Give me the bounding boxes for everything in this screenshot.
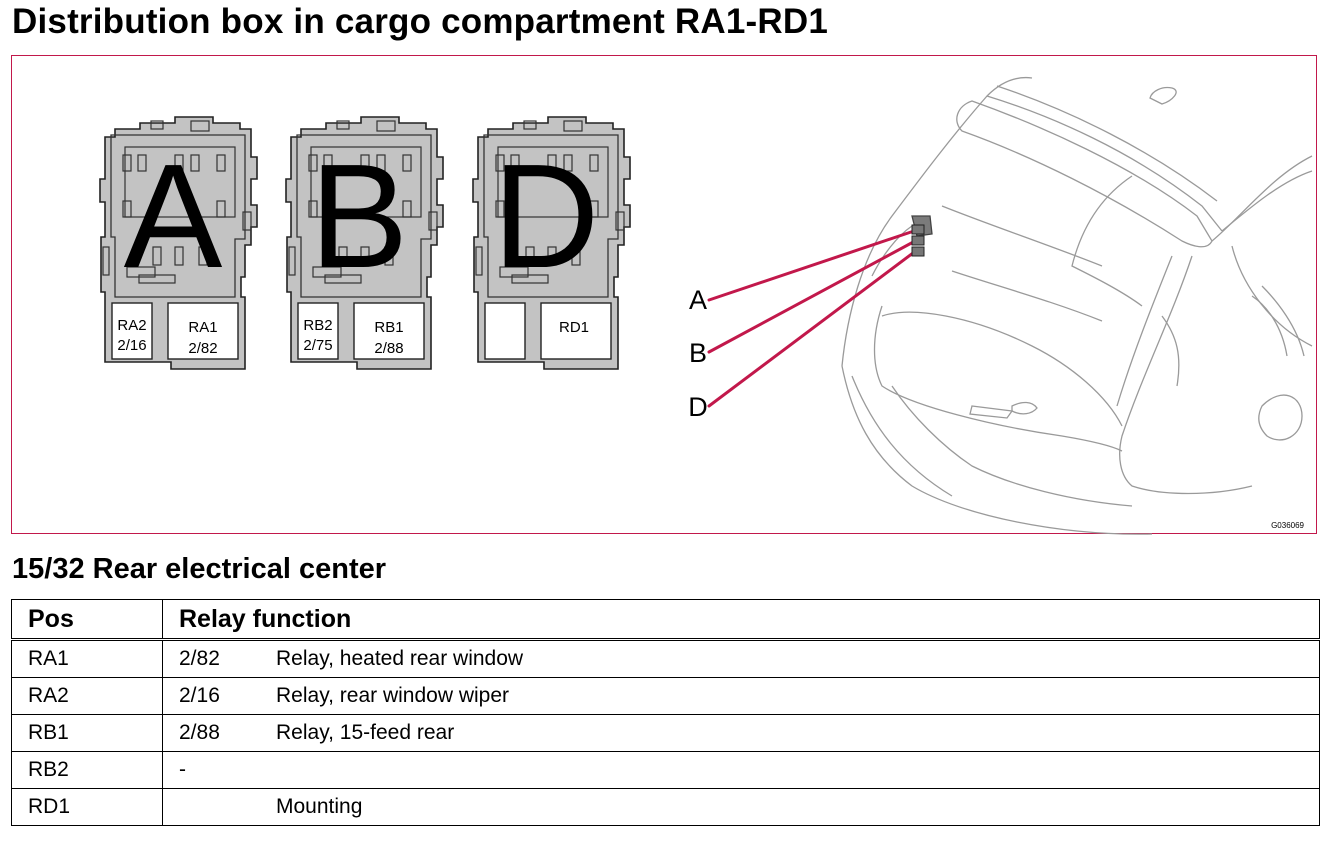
slot-rb1-code: RB1 xyxy=(374,319,403,336)
table-row: RD1 Mounting xyxy=(11,788,1320,826)
row-function xyxy=(276,751,1320,789)
fuse-box-diagram: A RA2 2/16 RA1 2/82 B RB2 2/75 RB1 2/88 … xyxy=(11,55,1317,535)
row-pos: RB2 xyxy=(11,751,163,789)
fuse-box-b: B RB2 2/75 RB1 2/88 xyxy=(285,116,444,370)
row-code: 2/88 xyxy=(162,714,276,752)
slot-ra1-code: RA1 xyxy=(188,319,217,336)
slot-ra1-value: 2/82 xyxy=(188,340,217,357)
row-function: Relay, heated rear window xyxy=(276,639,1320,678)
slot-rb2-value: 2/75 xyxy=(303,337,332,354)
slot-ra2-value: 2/16 xyxy=(117,337,146,354)
table-row: RB1 2/88 Relay, 15-feed rear xyxy=(11,714,1320,752)
page-title: Distribution box in cargo compartment RA… xyxy=(12,2,829,41)
box-a-letter: A xyxy=(124,134,223,299)
callout-label-d: D xyxy=(688,392,708,422)
row-code: 2/82 xyxy=(162,639,276,678)
callout-label-a: A xyxy=(689,285,707,315)
table-row: RB2 - xyxy=(11,751,1320,789)
row-function: Relay, 15-feed rear xyxy=(276,714,1320,752)
callout-label-b: B xyxy=(689,338,707,368)
image-code: G036069 xyxy=(1271,521,1304,530)
fuse-box-a: A RA2 2/16 RA1 2/82 xyxy=(99,116,258,370)
slot-rb2-code: RB2 xyxy=(303,317,332,334)
row-pos: RA1 xyxy=(11,639,163,678)
row-code: 2/16 xyxy=(162,677,276,715)
table-row: RA2 2/16 Relay, rear window wiper xyxy=(11,677,1320,715)
row-function: Mounting xyxy=(276,788,1320,826)
row-pos: RD1 xyxy=(11,788,163,826)
row-pos: RA2 xyxy=(11,677,163,715)
callout-connectors xyxy=(911,224,925,257)
callout-lines xyxy=(707,228,919,408)
diagram-svg: A RA2 2/16 RA1 2/82 B RB2 2/75 RB1 2/88 … xyxy=(99,76,1313,535)
table-row: RA1 2/82 Relay, heated rear window xyxy=(11,639,1320,678)
slot-rd1-code: RD1 xyxy=(559,319,589,336)
fuse-box-d: D RD1 xyxy=(472,116,631,370)
section-title: 15/32 Rear electrical center xyxy=(12,553,387,585)
box-b-letter: B xyxy=(310,134,409,299)
slot-ra2-code: RA2 xyxy=(117,317,146,334)
car-rear-illustration xyxy=(841,76,1313,535)
row-pos: RB1 xyxy=(11,714,163,752)
slot-rb1-value: 2/88 xyxy=(374,340,403,357)
row-code xyxy=(162,788,276,826)
row-function: Relay, rear window wiper xyxy=(276,677,1320,715)
row-code: - xyxy=(162,751,276,789)
relay-table: Pos Relay function RA1 2/82 Relay, heate… xyxy=(11,599,1320,826)
header-relay-function: Relay function xyxy=(162,599,1320,641)
box-d-letter: D xyxy=(493,134,600,299)
header-pos: Pos xyxy=(11,599,163,641)
table-header-row: Pos Relay function xyxy=(11,599,1320,641)
